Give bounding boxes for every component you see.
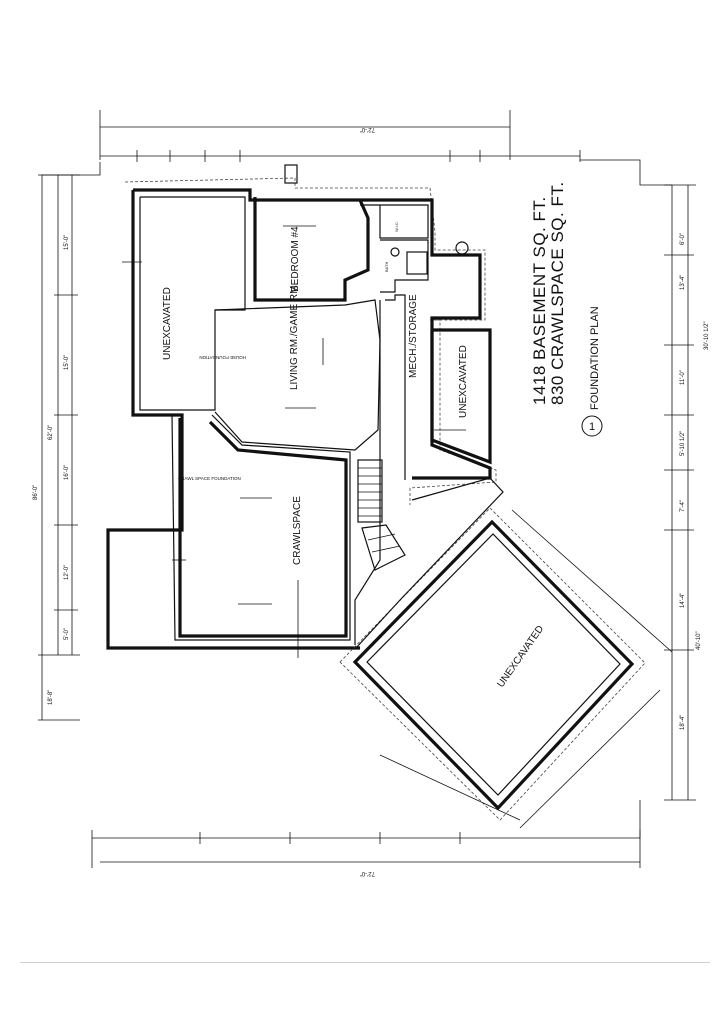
plan-label: FOUNDATION PLAN <box>589 306 601 410</box>
dim-left-f: 18'-8" <box>48 690 54 705</box>
dim-left-outer: 86'-0" <box>33 485 39 500</box>
dim-left-overall: 62'-0" <box>48 425 54 440</box>
mech-storage-label: MECH./STORAGE <box>408 294 419 378</box>
dim-right-c: 11'-0" <box>680 370 686 385</box>
unexcavated-left-label: UNEXCAVATED <box>162 287 173 360</box>
angled-wing <box>339 477 673 829</box>
dim-right-a: 6'-0" <box>680 233 686 245</box>
basement-sqft-title: 1418 BASEMENT SQ. FT. <box>530 196 549 405</box>
dim-left-b: 15'-0" <box>64 355 70 370</box>
dim-right-d: 5'-10 1/2" <box>680 431 686 456</box>
bedroom-label: BEDROOM #4 <box>290 226 301 292</box>
dim-top-overall: 72'-0" <box>360 126 375 132</box>
dim-left-e: 5'-0" <box>64 628 70 640</box>
crawlspace-sqft-title: 830 CRAWLSPACE SQ. FT. <box>548 181 567 405</box>
unexcavated-angled-label: UNEXCAVATED <box>495 624 546 690</box>
dim-right-e: 7'-4" <box>680 500 686 512</box>
dim-left-a: 15'-0" <box>64 235 70 250</box>
wic-label: W.I.C. <box>394 221 399 232</box>
plan-label-block: 1 FOUNDATION PLAN <box>581 306 603 437</box>
living-room-label: LIVING RM./GAME RM. <box>289 283 300 390</box>
crawlspace-label: CRAWLSPACE <box>292 496 303 565</box>
dim-left-d: 12'-0" <box>64 565 70 580</box>
crawl-foundation-note: CRAWL SPACE FOUNDATION <box>178 476 241 481</box>
annotation-marks <box>122 225 466 658</box>
unexcavated-right-label: UNEXCAVATED <box>458 345 469 418</box>
dim-right-upper: 30'-10 1/2" <box>704 321 710 350</box>
basement-walls <box>106 164 497 650</box>
dim-right-f: 14'-4" <box>680 593 686 608</box>
dimension-lines <box>38 110 696 868</box>
stairs <box>357 459 406 571</box>
plan-number: 1 <box>589 421 595 433</box>
dim-right-g: 18'-4" <box>680 715 686 730</box>
title-block: 1418 BASEMENT SQ. FT. 830 CRAWLSPACE SQ.… <box>530 181 567 405</box>
dim-left-c: 16'-0" <box>64 465 70 480</box>
page-divider <box>20 962 710 963</box>
dim-bottom-overall: 72'-0" <box>360 870 375 876</box>
bath-label: BATH <box>384 262 389 272</box>
dim-right-overall: 40'-10" <box>696 631 702 650</box>
dim-right-b: 13'-4" <box>680 275 686 290</box>
house-foundation-note: HOUSE FOUNDATION <box>199 355 246 360</box>
